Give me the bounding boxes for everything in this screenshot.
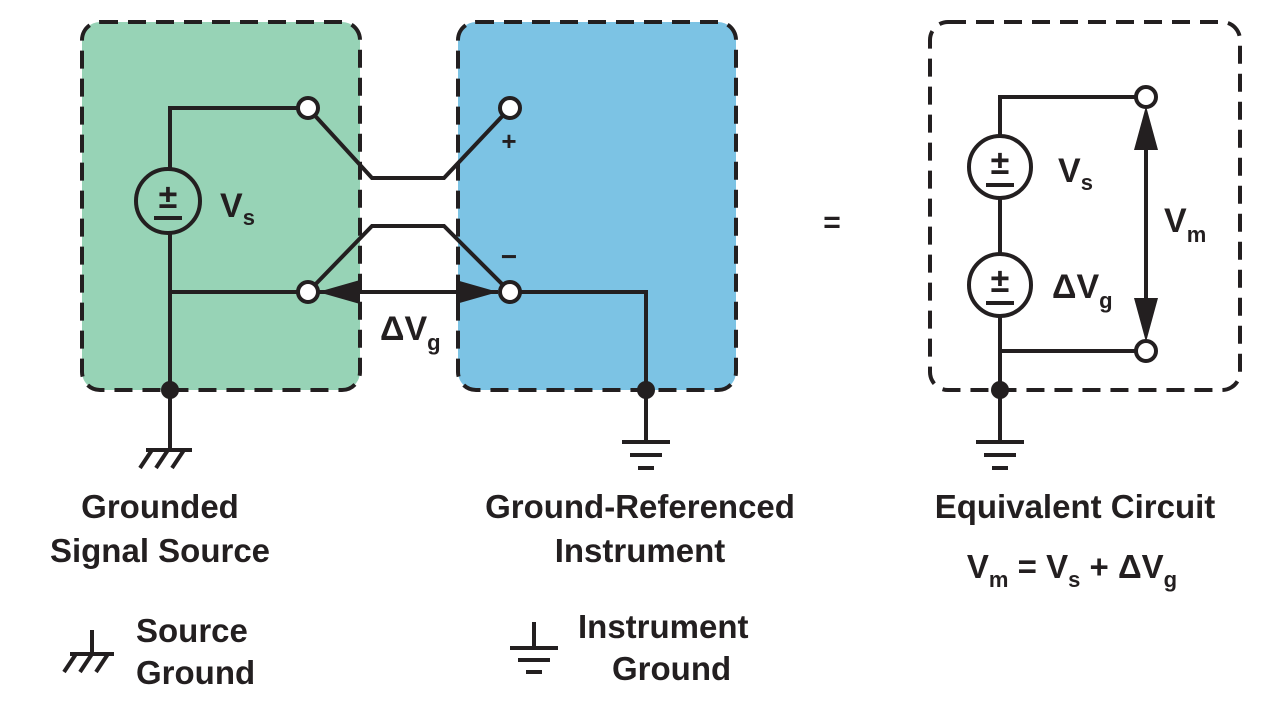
legend-instrument-ground-icon: [510, 622, 558, 674]
ground-offset-arrow: [318, 280, 498, 304]
equivalent-ground-junction: [991, 381, 1009, 399]
legend-instrument-ground-line1: Instrument: [578, 608, 749, 645]
source-caption-line1: Grounded: [81, 488, 239, 525]
equivalent-vs-source-symbol: ±: [967, 134, 1033, 200]
source-bottom-terminal: [296, 280, 320, 304]
instrument-ground-icon: [622, 440, 670, 470]
equivalent-circuit-wires: [998, 95, 1138, 440]
legend-source-ground-line2: Ground: [136, 654, 255, 691]
equivalent-dvg-label: ΔVg: [1052, 268, 1113, 313]
grounded-signal-source-box: [80, 20, 362, 392]
equals-sign: =: [823, 206, 841, 239]
ground-offset-label: ΔVg: [380, 310, 441, 355]
ground-referenced-instrument-box: [456, 20, 738, 392]
instrument-minus-label: −: [501, 241, 517, 272]
instrument-plus-terminal: [498, 96, 522, 120]
equivalent-formula: Vm = Vs + ΔVg: [967, 548, 1177, 592]
equivalent-vm-label: Vm: [1164, 202, 1206, 247]
instrument-minus-terminal: [498, 280, 522, 304]
instrument-plus-label: +: [501, 126, 516, 156]
connecting-wires: [306, 106, 512, 294]
svg-text:±: ±: [991, 262, 1010, 300]
vm-double-arrow: [1134, 106, 1158, 342]
equivalent-caption: Equivalent Circuit: [935, 488, 1216, 525]
svg-text:±: ±: [991, 144, 1010, 182]
source-voltage-label: Vs: [220, 187, 255, 230]
source-caption-line2: Signal Source: [50, 532, 270, 569]
source-ground-junction: [161, 381, 179, 399]
source-circuit: [168, 106, 308, 450]
legend-instrument-ground-line2: Ground: [612, 650, 731, 687]
source-ground-icon: [138, 448, 192, 470]
equivalent-bottom-terminal: [1134, 339, 1158, 363]
legend-source-ground-icon: [62, 630, 114, 674]
plus-minus-sign: ±: [159, 178, 178, 216]
equivalent-dvg-source-symbol: ±: [967, 252, 1033, 318]
legend-source-ground-line1: Source: [136, 612, 248, 649]
instrument-ground-junction: [637, 381, 655, 399]
equivalent-top-terminal: [1134, 85, 1158, 109]
equivalent-vs-label: Vs: [1058, 152, 1093, 195]
source-voltage-symbol: ±: [134, 167, 202, 235]
equivalent-circuit-box: [928, 20, 1242, 392]
instrument-caption-line1: Ground-Referenced: [485, 488, 795, 525]
instrument-caption-line2: Instrument: [555, 532, 726, 569]
equivalent-ground-icon: [976, 440, 1024, 470]
source-top-terminal: [296, 96, 320, 120]
